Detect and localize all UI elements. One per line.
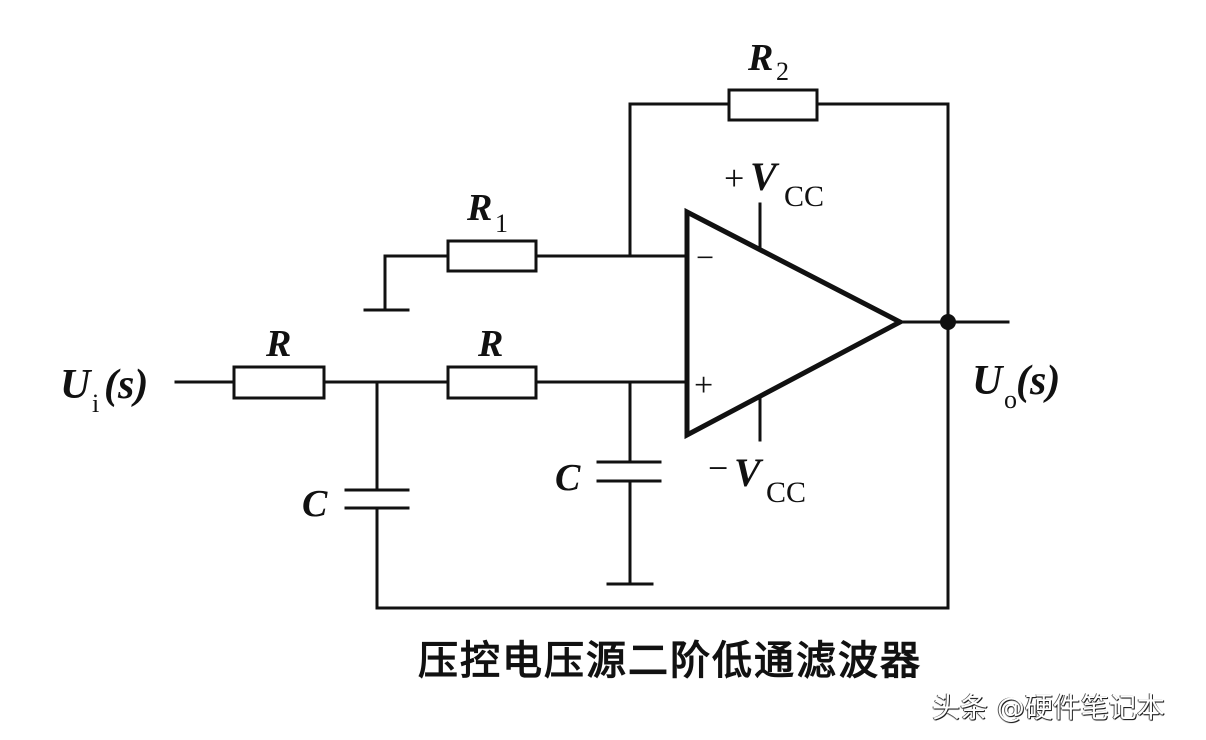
svg-text:+: + <box>724 158 744 198</box>
label-c-right: C <box>555 457 581 499</box>
capacitor-left <box>344 488 410 510</box>
resistor-r-input <box>232 365 326 400</box>
resistor-r1 <box>446 239 538 273</box>
opamp-inverting-sign: − <box>696 239 714 275</box>
resistor-r-mid <box>446 365 538 400</box>
svg-text:V: V <box>734 450 764 495</box>
svg-text:R: R <box>747 37 773 79</box>
label-vcc-negative: − V CC <box>708 448 806 509</box>
svg-text:i: i <box>92 389 99 418</box>
label-c-left: C <box>302 483 328 525</box>
label-vcc-positive: + V CC <box>724 154 824 213</box>
svg-text:o: o <box>1004 385 1017 414</box>
svg-text:(s): (s) <box>104 362 148 408</box>
opamp-triangle <box>684 207 906 440</box>
label-r-mid: R <box>477 323 503 365</box>
svg-text:−: − <box>708 448 728 488</box>
svg-text:R: R <box>466 187 492 229</box>
capacitor-right <box>596 460 662 483</box>
label-r-input: R <box>265 323 291 365</box>
diagram-caption: 压控电压源二阶低通滤波器 <box>418 638 922 684</box>
label-input-ui: U i (s) <box>60 362 148 418</box>
label-output-uo: U o (s) <box>972 358 1060 414</box>
label-r1: R 1 <box>466 187 508 238</box>
watermark: 头条 @硬件笔记本 <box>932 691 1165 724</box>
svg-text:CC: CC <box>766 476 806 509</box>
opamp-noninverting-sign: + <box>694 367 713 404</box>
wires <box>174 102 1010 610</box>
svg-text:CC: CC <box>784 180 824 213</box>
svg-text:2: 2 <box>776 57 789 86</box>
label-r2: R 2 <box>747 37 789 86</box>
resistor-r2 <box>727 88 819 122</box>
svg-text:V: V <box>750 154 780 199</box>
svg-text:1: 1 <box>495 209 508 238</box>
output-junction-dot <box>940 314 956 330</box>
svg-text:(s): (s) <box>1016 358 1060 404</box>
svg-text:U: U <box>60 362 93 408</box>
svg-text:U: U <box>972 358 1005 404</box>
